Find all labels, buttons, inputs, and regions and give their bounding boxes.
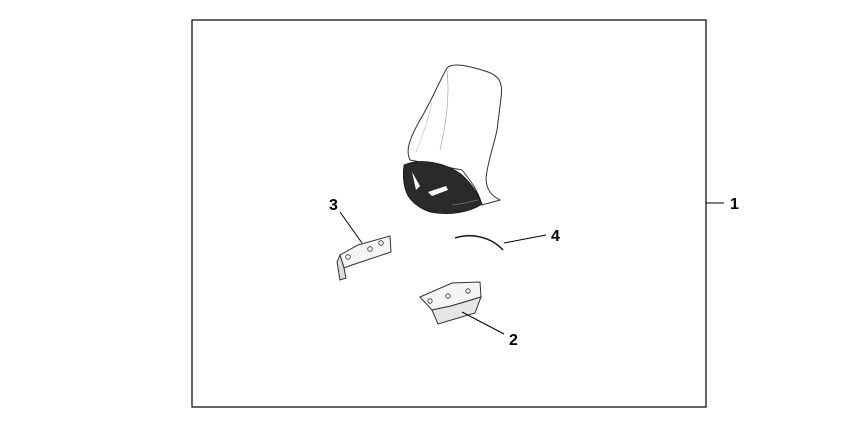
- trim-strip-part: [454, 234, 504, 251]
- callout-number-4: 4: [551, 228, 560, 245]
- callout-leader-2: [461, 311, 505, 335]
- left-bracket-part: [336, 235, 392, 281]
- callout-leader-4: [503, 234, 547, 244]
- diagram-frame: [191, 19, 707, 408]
- callout-number-2: 2: [509, 332, 518, 349]
- windscreen-part: [402, 64, 503, 214]
- lower-bracket-part: [419, 281, 482, 325]
- callout-number-3: 3: [329, 197, 338, 214]
- callout-number-1: 1: [730, 196, 739, 213]
- callout-leader-3: [339, 211, 363, 244]
